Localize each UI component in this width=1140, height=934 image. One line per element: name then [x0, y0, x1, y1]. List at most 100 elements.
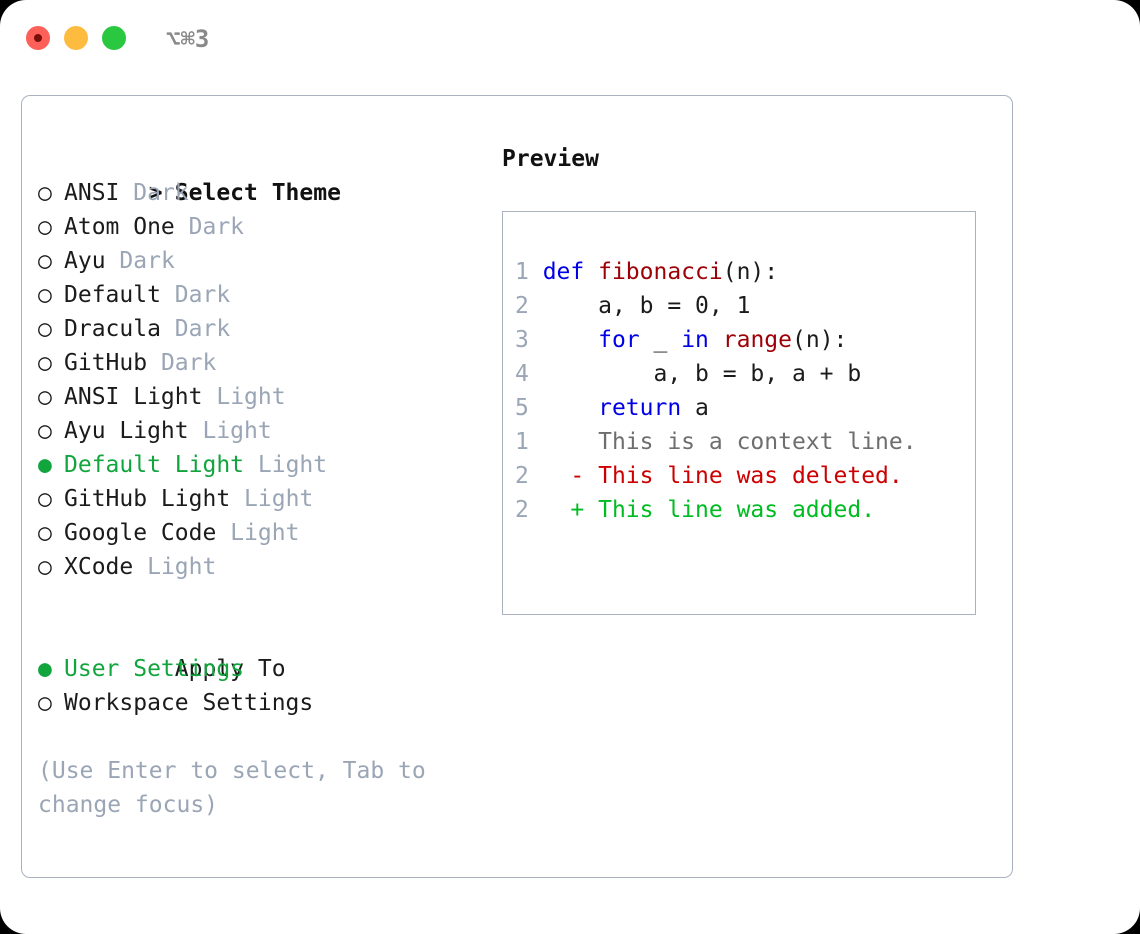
apply-to-label: Workspace Settings [64, 690, 314, 716]
theme-name: Ayu [64, 248, 106, 274]
minimize-window-icon[interactable] [64, 26, 88, 50]
theme-variant-tag: Light [257, 452, 328, 478]
theme-name-gap [119, 180, 133, 206]
diff-text: This line was added. [598, 497, 876, 523]
theme-name-gap [244, 452, 258, 478]
radio-unselected-icon[interactable]: ○ [38, 486, 66, 512]
code-line-number: 1 [515, 259, 543, 285]
theme-name: Atom One [64, 214, 175, 240]
title-bar: ⌥⌘3 [0, 0, 1140, 78]
section-spacer [38, 584, 488, 618]
radio-unselected-icon[interactable]: ○ [38, 316, 66, 342]
radio-unselected-icon[interactable]: ○ [38, 384, 66, 410]
theme-list-item[interactable]: ○ Default Dark [38, 278, 488, 312]
theme-name-gap [189, 418, 203, 444]
theme-name-gap [161, 282, 175, 308]
theme-name-gap [230, 486, 244, 512]
theme-selector-column: > Select Theme ○ ANSI Dark○ Atom One Dar… [38, 142, 488, 822]
close-window-icon[interactable] [26, 26, 50, 50]
prompt-caret-icon: > [148, 180, 177, 206]
apply-to-item[interactable]: ● User Settings [38, 652, 488, 686]
theme-name-gap [147, 350, 161, 376]
theme-list-item[interactable]: ○ GitHub Light Light [38, 482, 488, 516]
radio-unselected-icon[interactable]: ○ [38, 418, 66, 444]
code-line: 1 def fibonacci(n): [515, 255, 861, 289]
code-line: 2 a, b = 0, 1 [515, 289, 861, 323]
theme-selector-heading: > Select Theme [38, 142, 488, 206]
theme-name-gap [202, 384, 216, 410]
code-line-number: 5 [515, 395, 543, 421]
theme-variant-tag: Light [230, 520, 300, 546]
radio-selected-icon[interactable]: ● [38, 656, 66, 682]
code-line: 5 return a [515, 391, 861, 425]
radio-selected-icon[interactable]: ● [38, 452, 66, 478]
diff-sample: 1 This is a context line.2 - This line w… [515, 425, 917, 527]
theme-list: ○ ANSI Dark○ Atom One Dark○ Ayu Dark○ De… [38, 176, 488, 584]
theme-list-item[interactable]: ○ ANSI Light Light [38, 380, 488, 414]
theme-list-item[interactable]: ○ Dracula Dark [38, 312, 488, 346]
theme-list-item[interactable]: ○ Ayu Light Light [38, 414, 488, 448]
apply-to-label: User Settings [64, 656, 245, 682]
code-token-plain: _ [639, 327, 682, 353]
theme-name: Ayu Light [64, 418, 189, 444]
code-token-kw: in [681, 327, 709, 353]
diff-marker: - [542, 463, 599, 489]
theme-list-item[interactable]: ○ Ayu Dark [38, 244, 488, 278]
theme-variant-tag: Dark [174, 316, 231, 342]
radio-unselected-icon[interactable]: ○ [38, 690, 66, 716]
diff-text: This line was deleted. [598, 463, 903, 489]
radio-unselected-icon[interactable]: ○ [38, 248, 66, 274]
theme-variant-tag: Dark [119, 248, 175, 274]
code-line: 3 for _ in range(n): [515, 323, 861, 357]
radio-unselected-icon[interactable]: ○ [38, 214, 66, 240]
theme-name-gap [175, 214, 189, 240]
radio-unselected-icon[interactable]: ○ [38, 350, 66, 376]
theme-name-gap [161, 316, 175, 342]
code-token-kw: for [598, 327, 640, 353]
theme-selector-heading-label: Select Theme [174, 180, 341, 206]
radio-unselected-icon[interactable]: ○ [38, 520, 66, 546]
code-token-plain: a [681, 395, 709, 421]
theme-name: Default [64, 282, 161, 308]
theme-list-item[interactable]: ○ GitHub Dark [38, 346, 488, 380]
theme-list-item[interactable]: ○ Google Code Light [38, 516, 488, 550]
keyboard-shortcut-label: ⌥⌘3 [166, 25, 210, 53]
radio-unselected-icon[interactable]: ○ [38, 282, 66, 308]
apply-to-heading: Apply To [38, 618, 488, 682]
theme-list-item[interactable]: ○ ANSI Dark [38, 176, 488, 210]
theme-variant-tag: Light [244, 486, 314, 512]
apply-to-list: ● User Settings○ Workspace Settings [38, 652, 488, 720]
theme-name: ANSI [64, 180, 120, 206]
preview-title: Preview [502, 146, 599, 172]
radio-unselected-icon[interactable]: ○ [38, 554, 66, 580]
code-token-kw: def [542, 259, 599, 285]
diff-line: 2 - This line was deleted. [515, 459, 917, 493]
theme-name-gap [133, 554, 147, 580]
theme-list-item[interactable]: ● Default Light Light [38, 448, 488, 482]
theme-variant-tag: Light [216, 384, 286, 410]
theme-name: XCode [64, 554, 134, 580]
theme-variant-tag: Light [147, 554, 217, 580]
preview-column: Preview 1 def fibonacci(n):2 a, b = 0, 1… [502, 142, 992, 615]
diff-line: 2 + This line was added. [515, 493, 917, 527]
code-token-fn: fibonacci [598, 259, 723, 285]
code-line-number: 3 [515, 327, 543, 353]
code-line: 4 a, b = b, a + b [515, 357, 861, 391]
code-token-plain [543, 327, 598, 353]
diff-text: This is a context line. [598, 429, 917, 455]
diff-line-number: 2 [515, 497, 543, 523]
theme-list-item[interactable]: ○ Atom One Dark [38, 210, 488, 244]
maximize-window-icon[interactable] [102, 26, 126, 50]
apply-to-item[interactable]: ○ Workspace Settings [38, 686, 488, 720]
diff-line: 1 This is a context line. [515, 425, 917, 459]
theme-name: ANSI Light [64, 384, 203, 410]
theme-variant-tag: Dark [174, 282, 231, 308]
diff-line-number: 2 [515, 463, 543, 489]
theme-variant-tag: Light [202, 418, 272, 444]
theme-variant-tag: Dark [188, 214, 245, 240]
radio-unselected-icon[interactable]: ○ [38, 180, 66, 206]
theme-list-item[interactable]: ○ XCode Light [38, 550, 488, 584]
code-token-plain: a, b = b, a + b [542, 361, 862, 387]
